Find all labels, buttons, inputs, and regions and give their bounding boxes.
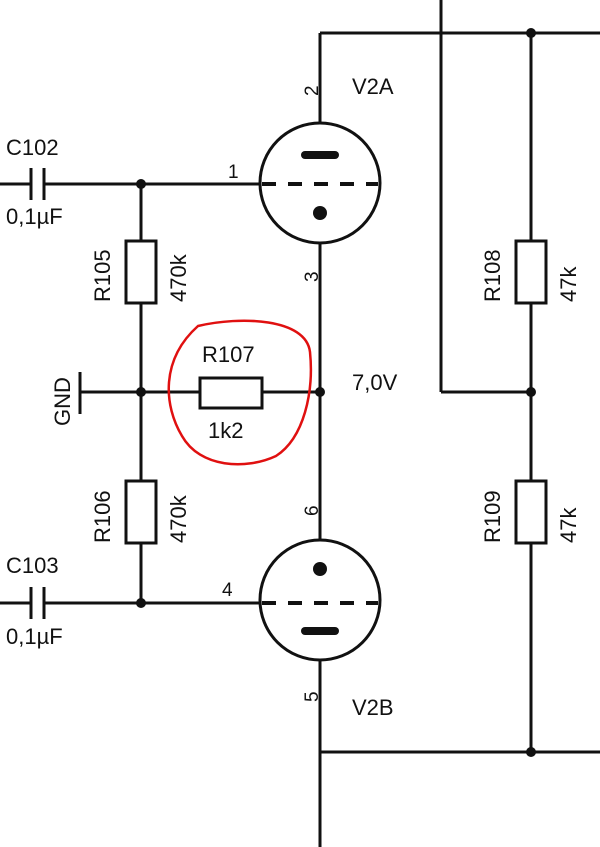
r108-ref-label: R108 <box>480 249 505 302</box>
r106-value-label: 470k <box>166 494 191 543</box>
pin-5-label: 5 <box>302 691 323 702</box>
pin-3-label: 3 <box>302 271 323 282</box>
r107-ref-label: R107 <box>202 342 255 367</box>
c103-value-label: 0,1µF <box>6 624 63 649</box>
tube-v2b-symbol <box>258 538 382 662</box>
c103-ref-label: C103 <box>6 553 59 578</box>
r105-value-label: 470k <box>166 253 191 302</box>
tube-v2a-symbol <box>258 121 382 245</box>
r106-ref-label: R106 <box>90 490 115 543</box>
pin-1-label: 1 <box>228 162 239 183</box>
resistor-r108-body <box>514 239 548 305</box>
r109-value-label: 47k <box>556 507 581 543</box>
capacitor-c103-symbol <box>29 587 46 619</box>
cathode-voltage-label: 7,0V <box>352 370 398 395</box>
resistor-r106-body <box>124 479 158 545</box>
pin-4-label: 4 <box>222 580 233 601</box>
resistor-r105-body <box>124 239 158 305</box>
resistor-r109-body <box>514 479 548 545</box>
v2a-label: V2A <box>352 74 394 99</box>
c102-value-label: 0,1µF <box>6 204 63 229</box>
capacitor-c102-symbol <box>29 168 46 200</box>
r109-ref-label: R109 <box>480 490 505 543</box>
v2b-label: V2B <box>352 695 394 720</box>
junction-dots <box>136 28 536 757</box>
resistor-r107-body <box>198 376 264 410</box>
r107-value-label: 1k2 <box>208 418 243 443</box>
c102-ref-label: C102 <box>6 135 59 160</box>
r105-ref-label: R105 <box>90 249 115 302</box>
r107-highlight-circle <box>167 319 313 466</box>
pin-2-label: 2 <box>302 85 323 96</box>
pin-6-label: 6 <box>302 505 323 516</box>
r108-value-label: 47k <box>556 266 581 302</box>
gnd-label: GND <box>50 377 75 426</box>
